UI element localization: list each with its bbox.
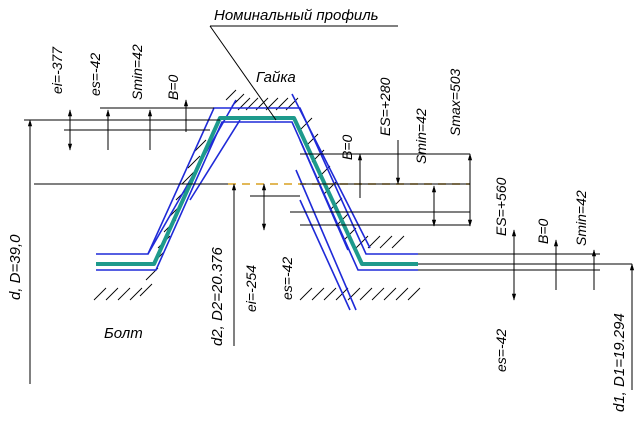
label-smin-42-right: Smin=42 bbox=[573, 190, 589, 246]
tolerance-lines bbox=[96, 93, 418, 311]
label-b0-top: B=0 bbox=[165, 74, 181, 100]
label-d2-D2: d2, D2=20.376 bbox=[209, 247, 226, 346]
title-leader-diagonal bbox=[209, 25, 277, 121]
label-b0-right: B=0 bbox=[535, 218, 551, 244]
label-d1-D1: d1, D1=19.294 bbox=[611, 313, 628, 412]
label-ES-560: ES=+560 bbox=[493, 177, 509, 236]
diagram-title: Номинальный профиль bbox=[214, 7, 379, 24]
label-es-42-top: es=-42 bbox=[87, 53, 103, 96]
bolt-label: Болт bbox=[104, 325, 143, 342]
label-smax-503: Smax=503 bbox=[447, 68, 463, 136]
label-smin-42-top: Smin=42 bbox=[129, 44, 145, 100]
horizontal-dimension-lines bbox=[24, 107, 632, 271]
vertical-dimension-lines bbox=[27, 99, 635, 390]
nut-label: Гайка bbox=[256, 69, 296, 86]
nominal-profile-line bbox=[96, 116, 418, 266]
label-smin-42-mid: Smin=42 bbox=[413, 108, 429, 164]
label-ei-254: ei=-254 bbox=[243, 265, 259, 312]
label-ES-280: ES=+280 bbox=[377, 77, 393, 136]
label-es-42-mid: es=-42 bbox=[279, 257, 295, 300]
label-d-D: d, D=39,0 bbox=[7, 234, 24, 300]
label-b0-mid: B=0 bbox=[339, 134, 355, 160]
label-ei-377: ei=-377 bbox=[49, 46, 65, 94]
label-es-42-bottom: es=-42 bbox=[493, 329, 509, 372]
